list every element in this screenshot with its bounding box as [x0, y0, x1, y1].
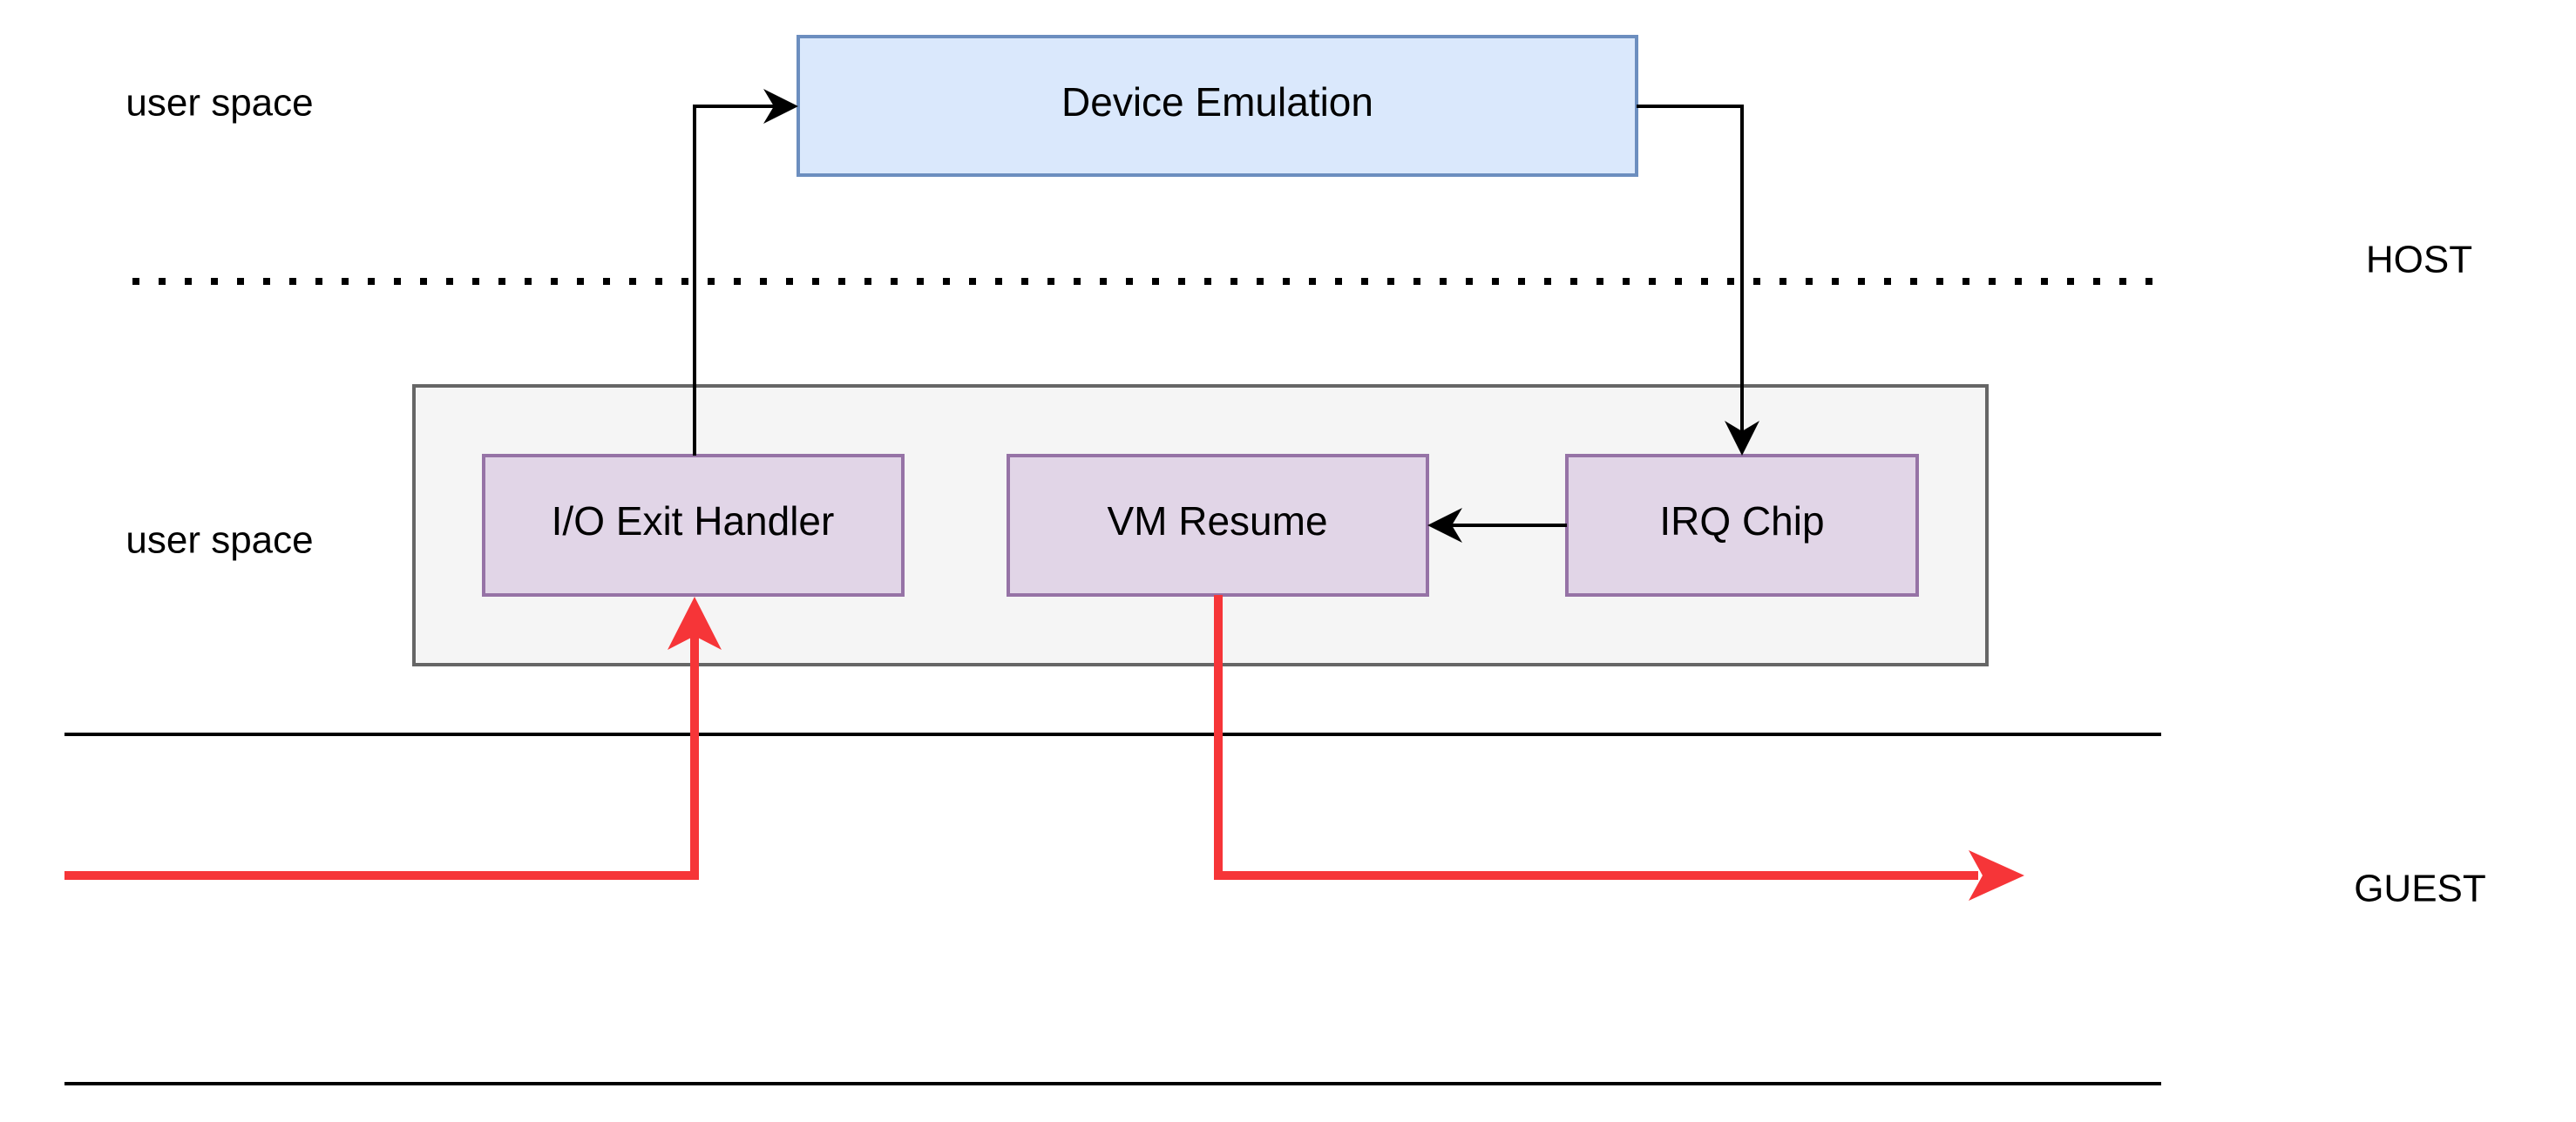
- vm-resume-box: VM Resume: [1007, 454, 1429, 597]
- host-label: HOST: [2366, 239, 2472, 281]
- lower-user-space-label: user space: [125, 519, 313, 562]
- guest-exit-path: [64, 636, 699, 880]
- vm-resume-label: VM Resume: [1107, 498, 1327, 544]
- upper-user-space-label: user space: [125, 82, 313, 125]
- guest-label: GUEST: [2354, 868, 2486, 910]
- io-exit-handler-box: I/O Exit Handler: [482, 454, 905, 597]
- irq-chip-label: IRQ Chip: [1659, 498, 1824, 544]
- irq-chip-box: IRQ Chip: [1565, 454, 1919, 597]
- io-exit-handler-label: I/O Exit Handler: [552, 498, 835, 544]
- device-emulation-to-irq-chip-arrow: [1637, 105, 1759, 456]
- io-exit-to-device-emulation-arrow: [693, 89, 798, 456]
- vm-resume-arrowhead: [1969, 850, 2024, 901]
- vm-resume-to-guest-path: [1214, 595, 1978, 880]
- guest-exit-arrowhead: [668, 597, 722, 650]
- device-emulation-box: Device Emulation: [797, 35, 1638, 177]
- device-emulation-label: Device Emulation: [1061, 79, 1373, 125]
